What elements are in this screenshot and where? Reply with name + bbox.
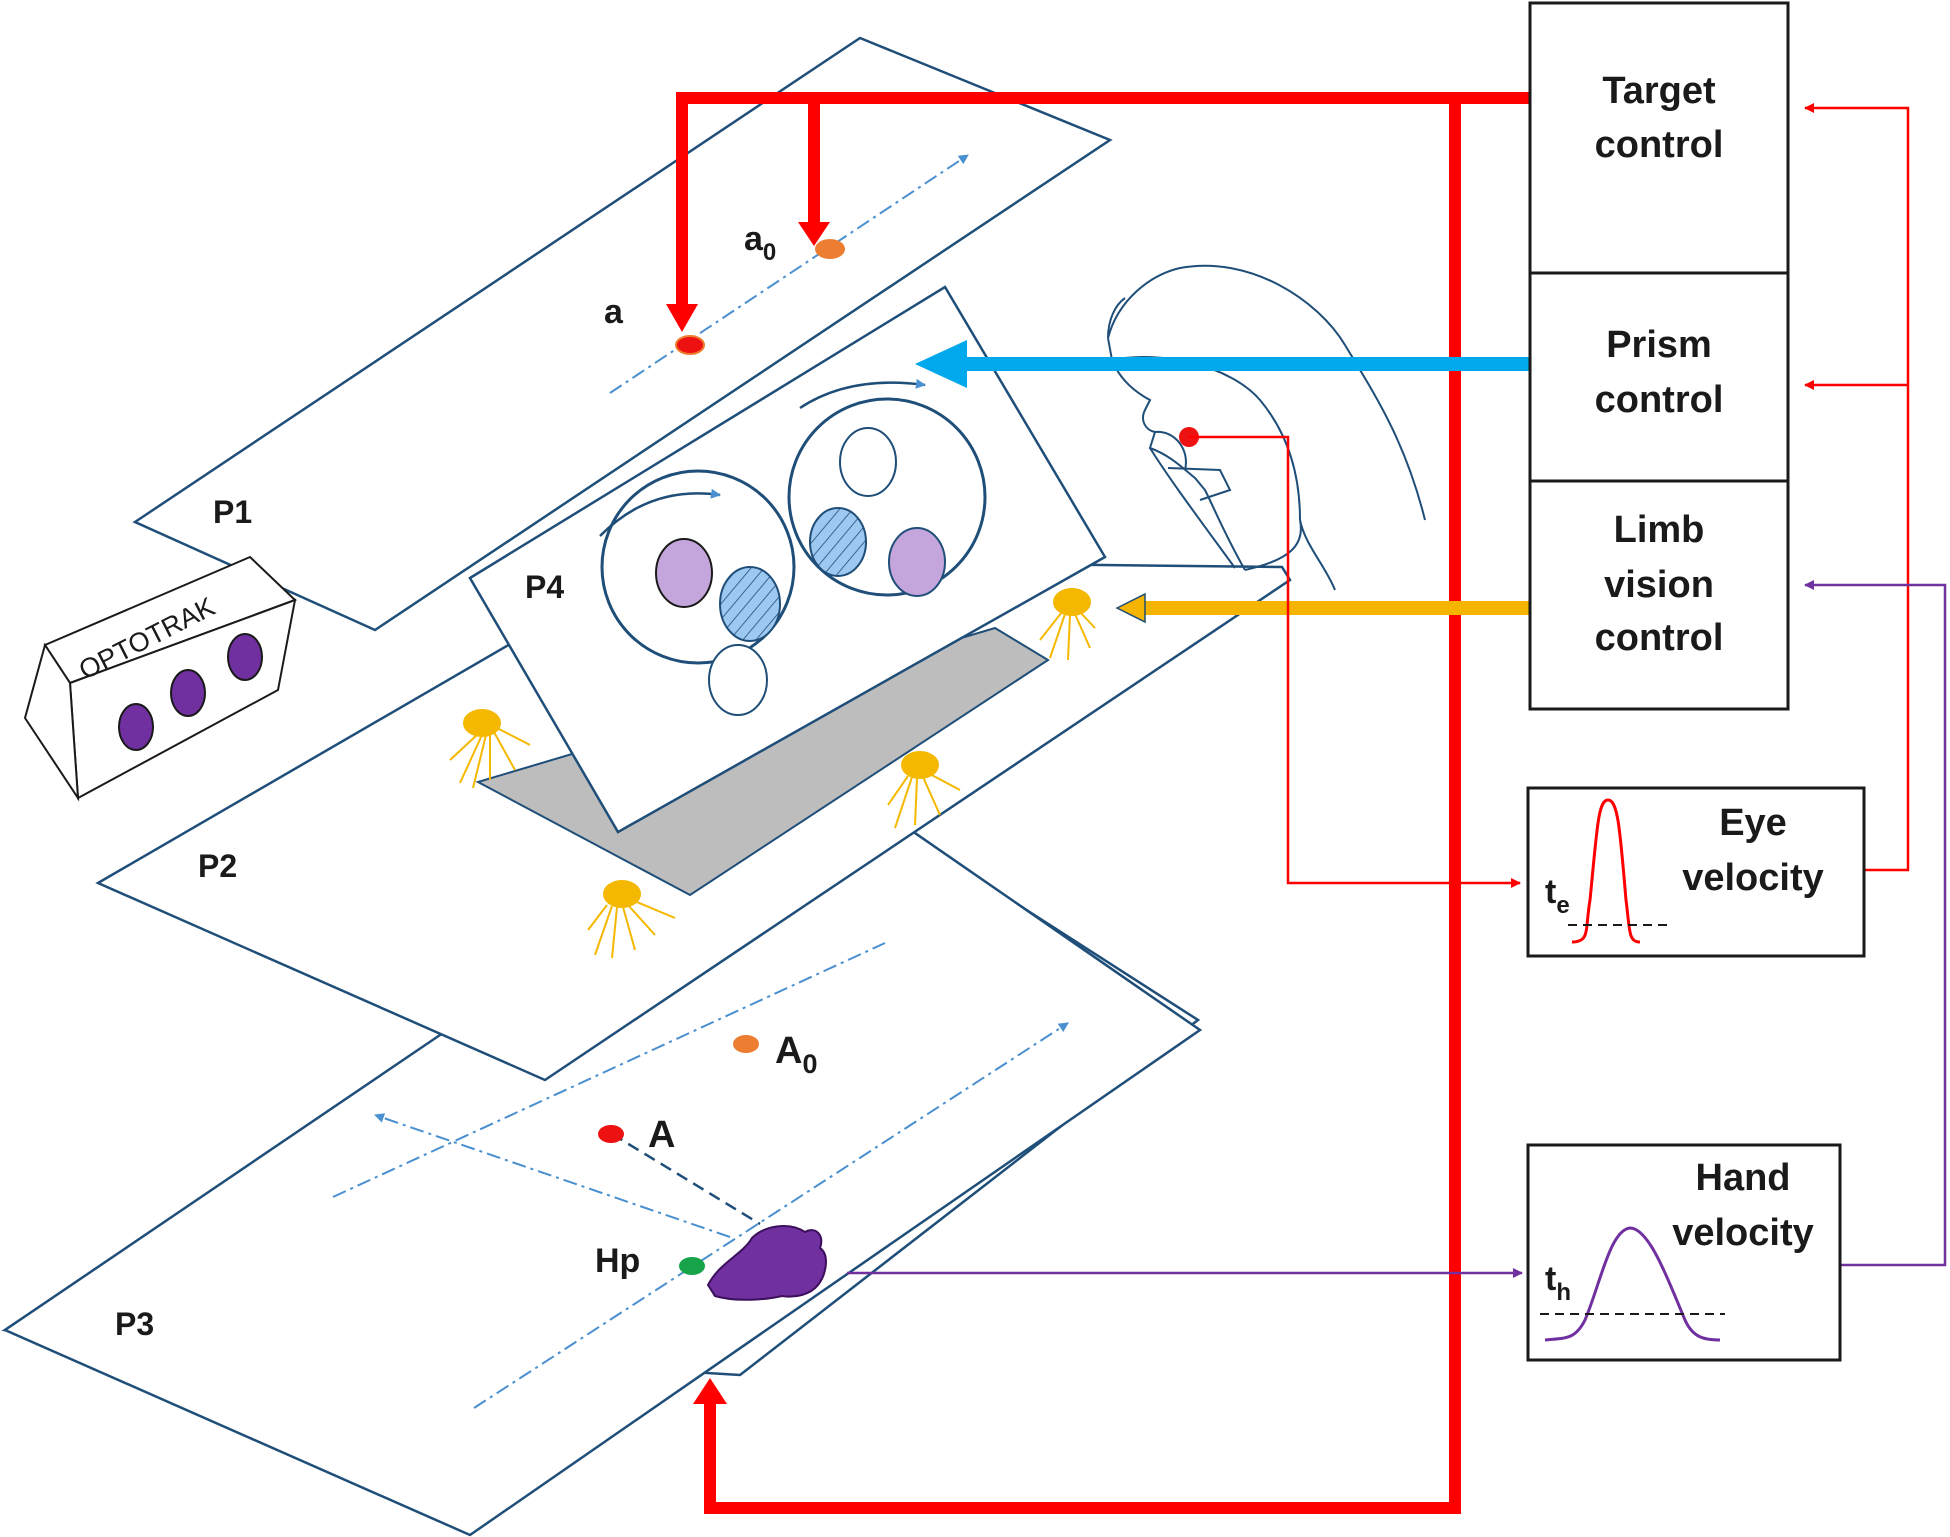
rotation-arrow-right <box>799 378 926 410</box>
control-panel: Target control Prism control Limb vision… <box>1528 1 1790 711</box>
subject-head <box>1107 264 1426 591</box>
target-control-lines <box>666 92 1530 1514</box>
hand-velocity-title-line2: velocity <box>1672 1212 1814 1254</box>
optotrak-lens-3 <box>227 633 263 681</box>
start-dot-A0 <box>733 1035 759 1053</box>
target-control-box <box>1528 1 1790 275</box>
prism-control-label-line1: Prism <box>1606 324 1712 366</box>
hand-velocity-trace <box>1544 1226 1721 1342</box>
start-label-a0: a0 <box>744 220 776 266</box>
hand-velocity-title-line1: Hand <box>1696 1157 1791 1199</box>
limb-vision-control-box <box>1528 479 1790 711</box>
hatched-disk-right <box>809 507 867 577</box>
plane-label-p4: P4 <box>525 569 564 605</box>
target-dot-A <box>598 1125 624 1143</box>
A0-sub: 0 <box>802 1049 817 1079</box>
target-disk-right <box>787 397 987 597</box>
plane-label-p2: P2 <box>198 848 237 884</box>
lamp-icon <box>887 751 961 829</box>
te-sub: e <box>1556 892 1569 919</box>
hand-label-hp: Hp <box>595 1242 640 1280</box>
eye-threshold-label: te <box>1545 873 1570 919</box>
prism-control-arrow <box>915 340 1530 388</box>
hand-dot-hp <box>679 1257 705 1275</box>
eye-velocity-trace <box>1571 798 1641 944</box>
start-dot-a0 <box>815 239 845 259</box>
target-label-A: A <box>648 1114 675 1156</box>
eye-velocity-title-line1: Eye <box>1719 802 1787 844</box>
prism-control-label-line2: control <box>1595 379 1724 421</box>
plane-label-p3: P3 <box>115 1306 154 1342</box>
eye-velocity-title-line2: velocity <box>1682 857 1824 899</box>
hand-velocity-panel: th Hand velocity <box>1526 1143 1842 1362</box>
eye-signal-line <box>1179 427 1521 888</box>
limb-vision-label-line2: vision <box>1604 564 1714 606</box>
prism-control-box <box>1528 271 1790 483</box>
lamp-icon <box>587 880 676 959</box>
limb-vision-label-line3: control <box>1595 617 1724 659</box>
target-disk-left <box>600 469 796 665</box>
th-base: t <box>1545 1260 1556 1298</box>
hand-threshold-label: th <box>1545 1260 1571 1306</box>
start-label-A0: A0 <box>775 1030 817 1079</box>
a0-base: a <box>744 220 764 258</box>
lamp-icon <box>1039 588 1096 661</box>
plane-label-p1: P1 <box>213 494 252 530</box>
guide-lines <box>332 154 1069 1409</box>
target-points: a a0 A0 A Hp <box>595 220 845 1301</box>
lamp-icon <box>449 709 531 789</box>
optotrak-lens-2 <box>170 669 206 717</box>
optotrak-lens-1 <box>118 703 154 751</box>
limb-vision-arrow <box>1115 592 1530 624</box>
plane-p4: P4 <box>468 285 1107 834</box>
hand-target-dashed-line <box>611 1132 761 1226</box>
te-base: t <box>1545 873 1556 911</box>
target-dot-a <box>675 335 705 355</box>
empty-disk-right <box>839 427 897 497</box>
limb-vision-label-line1: Limb <box>1614 509 1705 551</box>
optotrak-camera: OPTOTRAK <box>23 555 297 802</box>
hand-velocity-box <box>1526 1143 1842 1362</box>
plane-p1: P1 <box>132 36 1113 632</box>
th-sub: h <box>1556 1279 1571 1306</box>
lamps <box>449 588 1096 959</box>
empty-disk-left <box>708 644 768 716</box>
A0-base: A <box>775 1030 802 1072</box>
eye-velocity-panel: te Eye velocity <box>1526 786 1866 958</box>
eye-velocity-box <box>1526 786 1866 958</box>
lavender-disk-right <box>888 527 946 597</box>
target-control-label-line2: control <box>1595 124 1724 166</box>
hand-icon <box>706 1225 827 1301</box>
rotation-arrow-left <box>599 488 721 537</box>
hatched-disk-left <box>719 566 781 642</box>
lavender-disk-left <box>655 538 713 608</box>
a0-sub: 0 <box>763 239 776 266</box>
target-control-label-line1: Target <box>1602 70 1716 112</box>
plane-p3: P3 <box>1 793 1203 1537</box>
target-label-a: a <box>604 293 624 331</box>
feedback-lines <box>1804 103 1947 1267</box>
